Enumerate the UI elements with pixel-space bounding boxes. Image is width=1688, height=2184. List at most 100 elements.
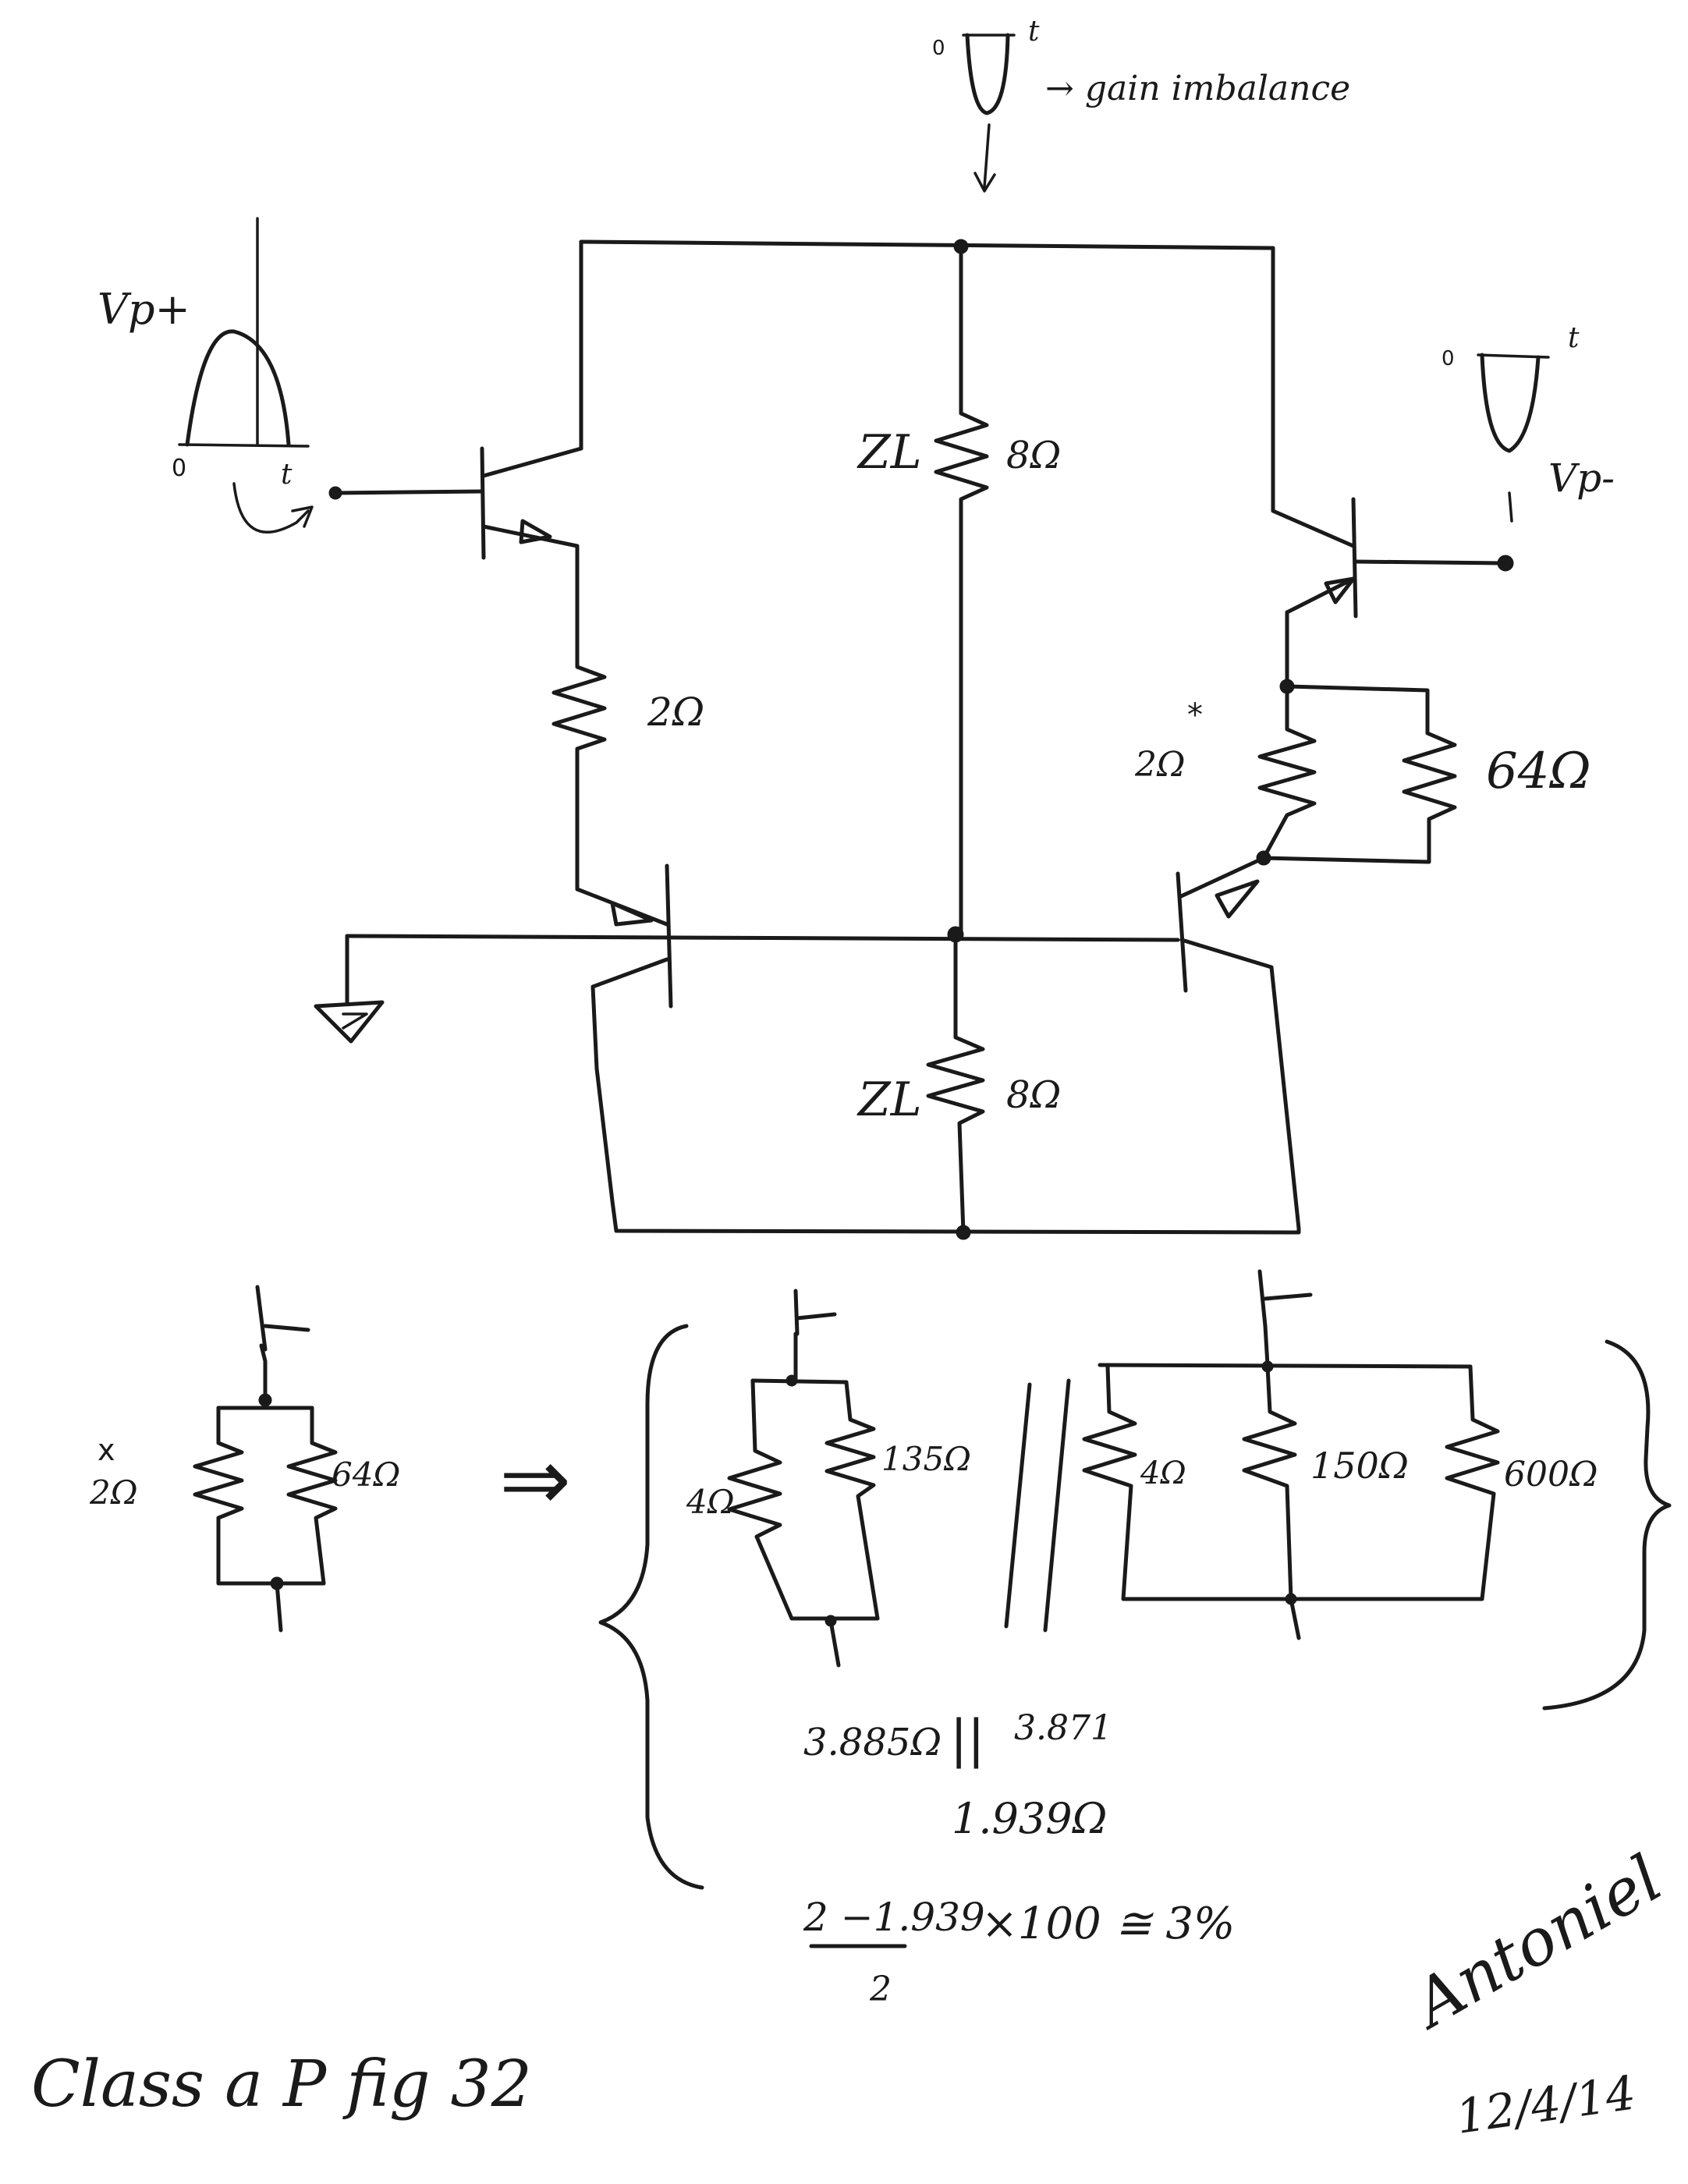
parallel-mark-stroke-1: [1004, 1382, 1032, 1629]
top-waveform-group: 0 t → gain imbalance: [932, 16, 1350, 193]
left-wave-t: t: [281, 459, 293, 491]
shunt-resistor-label: 64Ω: [1486, 743, 1591, 800]
top-load-name: ZL: [856, 425, 922, 480]
calc-line1-b: 3.871: [1014, 1708, 1112, 1748]
upper-right-collector: [1271, 509, 1356, 548]
branch-b-base-wire: [1263, 1292, 1313, 1301]
upper-right-base-wire: [1353, 559, 1504, 566]
left-wave-trace: [185, 329, 291, 447]
branch-b-top-wire: [1098, 1363, 1473, 1369]
right-input-waveform: 0 t Vp-: [1442, 322, 1615, 523]
branch-a-resistor-4: [727, 1378, 880, 1621]
calc-fraction-denominator: 2: [869, 1970, 892, 2009]
right-brace: [1542, 1339, 1672, 1711]
calc-line1-sep: ||: [950, 1709, 984, 1769]
upper-right-transistor: [1271, 497, 1504, 619]
calc-fraction-tail: ×100 ≅ 3%: [981, 1899, 1235, 1949]
shunt-resistor: [1261, 684, 1457, 864]
upper-right-emitter: [1285, 576, 1356, 615]
upper-left-transistor: [333, 446, 583, 560]
branch-b-label-2: 150Ω: [1310, 1445, 1409, 1487]
branch-b-emitter: [1263, 1324, 1270, 1367]
bottom-load-value: 8Ω: [1006, 1073, 1061, 1117]
branch-b-resistor-4: [1082, 1364, 1293, 1601]
lower-left-emitter-arrow: [610, 901, 654, 927]
right-wave-origin: 0: [1442, 347, 1455, 370]
ground-mark: [342, 1012, 368, 1030]
right-emitter-star: *: [1187, 697, 1203, 733]
equiv-left-resistor-2: [193, 1406, 326, 1586]
figure-caption: Class a P fig 32: [31, 2048, 532, 2122]
left-wave-origin: 0: [172, 455, 186, 482]
calc-line2: 1.939Ω: [952, 1794, 1107, 1843]
left-input-label: Vp+: [98, 285, 190, 334]
right-wave-arrow: [1508, 491, 1513, 523]
right-wave-t: t: [1568, 322, 1580, 354]
branch-b-label-1: 4Ω: [1140, 1455, 1186, 1491]
equiv-left-top-node: [258, 1393, 272, 1407]
branch-a-out-wire: [828, 1618, 841, 1668]
top-arrow-shaft: [983, 123, 991, 189]
upper-left-base-wire: [333, 489, 484, 495]
left-emitter-resistor-label: 2Ω: [647, 690, 704, 735]
equiv-left-resistor-64: [286, 1406, 338, 1586]
branch-a-resistor-135: [824, 1380, 880, 1621]
left-wave-baseline: [178, 443, 310, 448]
lower-right-emitter: [1177, 856, 1266, 899]
left-wave-arrowhead: [291, 505, 314, 528]
lower-right-collector: [1179, 938, 1301, 1231]
branch-b-out-wire: [1289, 1597, 1301, 1640]
calc-fraction-numerator: 2 −1.939: [803, 1895, 985, 1940]
equiv-r2-label: 64Ω: [332, 1455, 400, 1494]
equiv-arrow: ⇒: [499, 1430, 571, 1530]
upper-right-base-bar: [1351, 497, 1358, 619]
equiv-r1-label: 2Ω: [89, 1473, 138, 1512]
calc-line1-a: 3.885Ω: [803, 1721, 942, 1764]
bottom-load-resistor: [926, 932, 985, 1235]
upper-right-emitter-arrow: [1324, 576, 1356, 604]
bottom-rail-wire: [610, 1199, 1301, 1235]
left-input-terminal: [328, 486, 342, 500]
branch-a-label-2: 135Ω: [881, 1440, 971, 1478]
parallel-mark-stroke-2: [1043, 1378, 1071, 1633]
upper-left-base-bar: [480, 446, 486, 560]
top-waveform-trace: [965, 33, 1010, 115]
left-wave-arrow: [232, 482, 310, 534]
branch-a-base-wire: [795, 1312, 837, 1321]
equiv-left-base-wire: [263, 1324, 310, 1332]
top-axis-t: t: [1028, 16, 1040, 48]
left-brace: [598, 1324, 704, 1890]
lower-left-collector: [590, 957, 669, 1204]
right-emitter-resistor-label: 2Ω: [1134, 745, 1185, 785]
branch-a-label-1: 4Ω: [686, 1483, 735, 1521]
top-load-value: 8Ω: [1006, 434, 1061, 477]
right-emitter-resistor: [1257, 684, 1317, 860]
equiv-left-base-bar: [255, 1285, 268, 1352]
middle-rail-wire: [345, 934, 1180, 942]
branch-a-base-bar: [793, 1289, 800, 1336]
equiv-left-emitter: [259, 1343, 268, 1399]
branch-b-label-3: 600Ω: [1504, 1455, 1598, 1494]
branch-b-resistor-600: [1289, 1364, 1500, 1601]
branch-b-base-bar: [1257, 1269, 1268, 1328]
left-emitter-resistor: [551, 544, 607, 892]
top-arrowhead: [973, 172, 996, 193]
upper-left-emitter-arrow: [519, 519, 552, 544]
calculation: 3.885Ω || 3.871 1.939Ω 2 −1.939 2 ×100 ≅…: [803, 1708, 1235, 2009]
branch-b-resistor-150: [1242, 1364, 1297, 1601]
top-rail-wire: [579, 239, 1275, 250]
branch-a-top-wire: [750, 1378, 849, 1384]
right-input-terminal: [1497, 555, 1514, 572]
bottom-load-name: ZL: [856, 1072, 922, 1127]
date: 12/4/14: [1452, 2065, 1639, 2145]
ground-symbol: [314, 1000, 385, 1044]
left-input-waveform: Vp+ 0 t: [98, 217, 314, 534]
lower-left-transistor: [575, 863, 673, 1204]
right-input-label: Vp-: [1548, 456, 1615, 501]
right-wave-trace: [1480, 353, 1541, 453]
main-circuit: 2Ω ZL 8Ω: [314, 239, 1591, 1240]
upper-left-emitter: [481, 524, 580, 548]
bottom-rail-node: [956, 1225, 971, 1240]
lower-right-emitter-arrow: [1215, 879, 1260, 919]
